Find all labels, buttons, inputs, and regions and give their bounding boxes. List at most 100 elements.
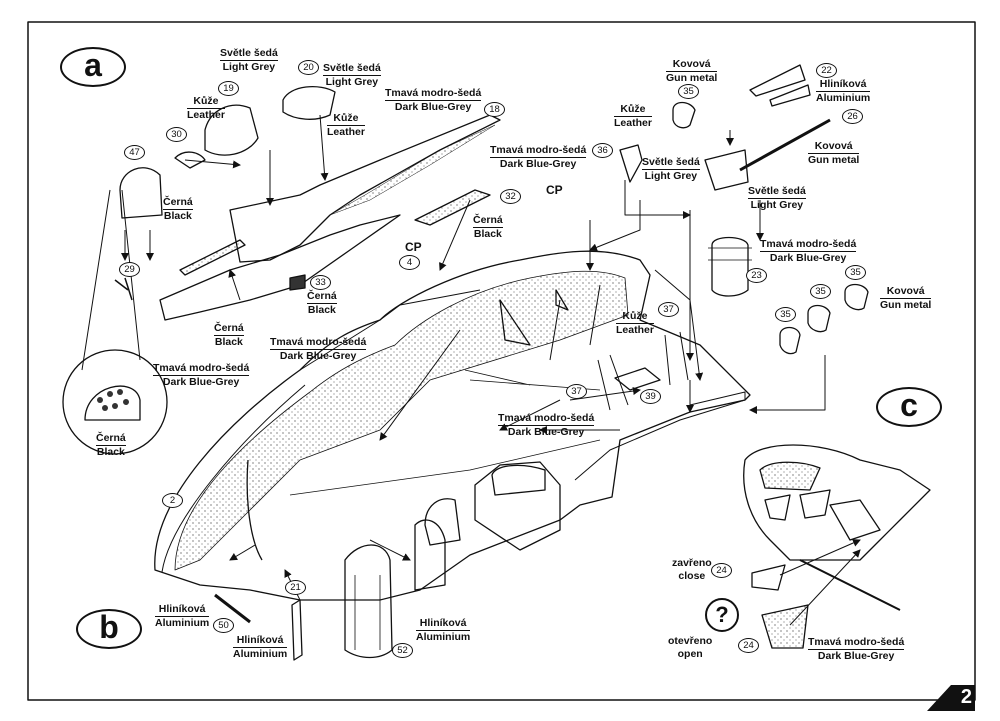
cp-rack: [555, 289, 569, 311]
control-stick-29: [114, 277, 133, 301]
part-number: 26: [842, 109, 863, 124]
part-number: 52: [392, 643, 413, 658]
page-number: 2: [960, 686, 972, 708]
part-number: 47: [124, 145, 145, 160]
part-22b: [769, 84, 811, 107]
seat-37-frame: [597, 354, 629, 411]
part-33: [289, 274, 306, 291]
cp-mark-rack: CP: [546, 183, 563, 197]
ammo-35-a: [672, 101, 696, 129]
nose-outline: [743, 444, 931, 561]
canopy-frame-rear: [549, 284, 601, 361]
assembly-arrows: [121, 114, 861, 626]
seat-20: [282, 86, 336, 120]
bulkhead-52: [344, 544, 393, 659]
part-number: 21: [285, 580, 306, 595]
page-number-tab: 2: [927, 685, 975, 711]
rear-deck: [574, 391, 746, 481]
handle-36: [619, 144, 643, 183]
part-number: 32: [500, 189, 521, 204]
seat-37-frame-b: [664, 331, 689, 386]
cockpit-tub: [474, 461, 561, 551]
section-a-badge: a: [60, 47, 126, 87]
nose-rod: [799, 559, 901, 611]
ammo-35-b: [779, 326, 801, 355]
inset-panel: [84, 385, 141, 421]
seat-rear: [491, 464, 546, 496]
part-number: 18: [484, 102, 505, 117]
part-number: 39: [640, 389, 661, 404]
part-number: 37: [658, 302, 679, 317]
part-number: 35: [845, 265, 866, 280]
part-number: 24: [738, 638, 759, 653]
seat-19: [204, 104, 259, 156]
part-number: 29: [119, 262, 140, 277]
part-number: 19: [218, 81, 239, 96]
rod-50: [214, 593, 251, 624]
nose-window-3: [799, 489, 831, 519]
inner-frame: [246, 459, 263, 561]
part-number: 23: [746, 268, 767, 283]
part-number: 4: [399, 255, 420, 270]
cp-mark-4: CP: [405, 240, 422, 254]
section-b-badge: b: [76, 609, 142, 649]
part-22: [749, 64, 806, 97]
section-c-badge: c: [876, 387, 942, 427]
ammo-35-c: [807, 304, 831, 333]
nose-window-2: [764, 494, 791, 521]
part-number: 30: [166, 127, 187, 142]
panel-18-strip: [179, 239, 246, 276]
part-number: 35: [678, 84, 699, 99]
fuselage-rim: [161, 384, 306, 573]
rail-stipple: [329, 124, 496, 216]
gun-barrel-26: [739, 118, 831, 172]
part-number: 37: [566, 384, 587, 399]
gun-ring: [708, 247, 752, 261]
page-border: [27, 21, 976, 701]
part-24-open: [761, 604, 809, 649]
part-number: 33: [310, 275, 331, 290]
part-number: 20: [298, 60, 319, 75]
part-number: 50: [213, 618, 234, 633]
bulkhead-21: [291, 599, 303, 661]
nose-window-1: [759, 461, 821, 491]
part-24-close: [751, 564, 786, 591]
bulkhead-52-inner: [354, 575, 381, 650]
fuselage-inner: [174, 270, 629, 571]
part-number: 35: [810, 284, 831, 299]
armour-plate-32: [499, 299, 531, 346]
inset-dials: [97, 389, 129, 411]
floor-39: [614, 367, 661, 391]
detail-inset-circle: [62, 349, 168, 455]
part-number: 24: [711, 563, 732, 578]
canopy-clear-4: [414, 189, 491, 226]
rudder-pedal-30: [174, 151, 206, 169]
optional-step-badge: ?: [705, 598, 739, 632]
gun-mount-23: [711, 236, 749, 297]
gun-body: [704, 149, 749, 191]
nose-guide: [829, 499, 881, 541]
cockpit-floor: [159, 214, 401, 321]
